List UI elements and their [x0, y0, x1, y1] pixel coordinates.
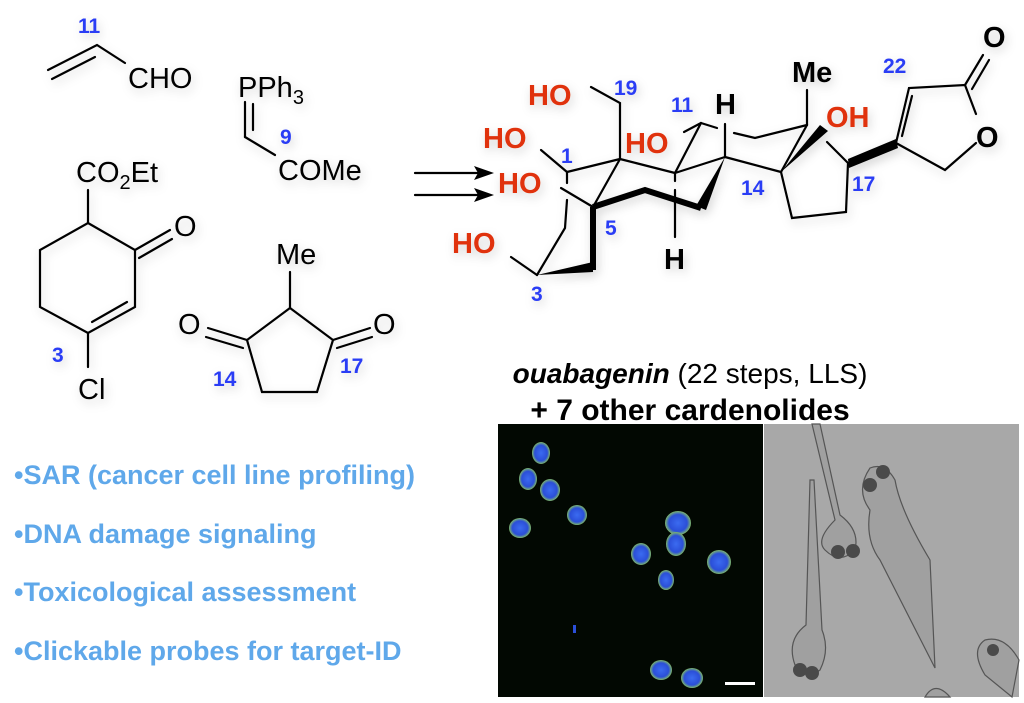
hydrogen-label: H: [715, 89, 736, 121]
product-details: (22 steps, LLS): [669, 358, 868, 389]
atom-number: 19: [614, 77, 637, 100]
oxo-label: O: [174, 211, 197, 243]
atom-number: 9: [280, 126, 292, 149]
hydroxyl-label: OH: [826, 102, 870, 134]
ester-label: CO2Et: [76, 157, 158, 194]
hydroxyl-label: HO: [528, 80, 572, 112]
methylketone-label: COMe: [278, 155, 362, 187]
ouabagenin-structure: HO HO HO HO HO OH H H Me O O 19 1 11 5 3…: [452, 22, 1006, 306]
ring-oxygen-label: O: [976, 122, 999, 154]
atom-number: 11: [78, 15, 101, 38]
bullet-click-probes: •Clickable probes for target-ID: [14, 636, 402, 666]
oxo-label-left: O: [178, 309, 201, 341]
carbonyl-oxygen-label: O: [983, 22, 1006, 54]
cardenolides-caption: + 7 other cardenolides: [530, 394, 850, 427]
dione-structure: Me O O 14 17: [178, 239, 396, 394]
acrolein-structure: 11 CHO: [46, 15, 192, 95]
methyl-label: Me: [276, 239, 316, 271]
hydroxyl-label: HO: [498, 168, 542, 200]
bullet-toxicology: •Toxicological assessment: [14, 577, 357, 607]
atom-number: 14: [213, 368, 237, 391]
atom-number: 3: [52, 344, 64, 367]
phosphorus-label: PPh3: [238, 72, 304, 109]
atom-number: 17: [340, 355, 363, 378]
aldehyde-label: CHO: [128, 63, 192, 95]
hydroxyl-label: HO: [452, 228, 496, 260]
methyl-label: Me: [792, 57, 832, 89]
product-name: ouabagenin: [512, 358, 670, 389]
atom-number: 14: [741, 177, 765, 200]
ylide-structure: PPh3 9 COMe: [238, 72, 362, 187]
hydrogen-label: H: [664, 244, 685, 276]
atom-number: 5: [605, 217, 617, 240]
atom-number: 3: [531, 283, 543, 306]
chloro-label: Cl: [78, 374, 105, 406]
oxo-label-right: O: [373, 309, 396, 341]
atom-number: 17: [852, 173, 875, 196]
cell-microscopy-image: [498, 424, 763, 697]
hydroxyl-label: HO: [483, 123, 527, 155]
zebrafish-image: [764, 423, 1020, 699]
atom-number: 11: [671, 94, 694, 117]
product-caption: ouabagenin (22 steps, LLS): [470, 358, 910, 390]
atom-number: 1: [561, 145, 573, 168]
atom-number: 22: [883, 55, 906, 78]
hydroxyl-label: HO: [625, 128, 669, 160]
bullet-dna-damage: •DNA damage signaling: [14, 519, 317, 549]
reaction-arrows: [413, 166, 494, 202]
bullet-sar: •SAR (cancer cell line profiling): [14, 460, 416, 490]
ketoester-structure: CO2Et O 3 Cl: [38, 157, 197, 406]
scale-bar: [725, 682, 755, 685]
